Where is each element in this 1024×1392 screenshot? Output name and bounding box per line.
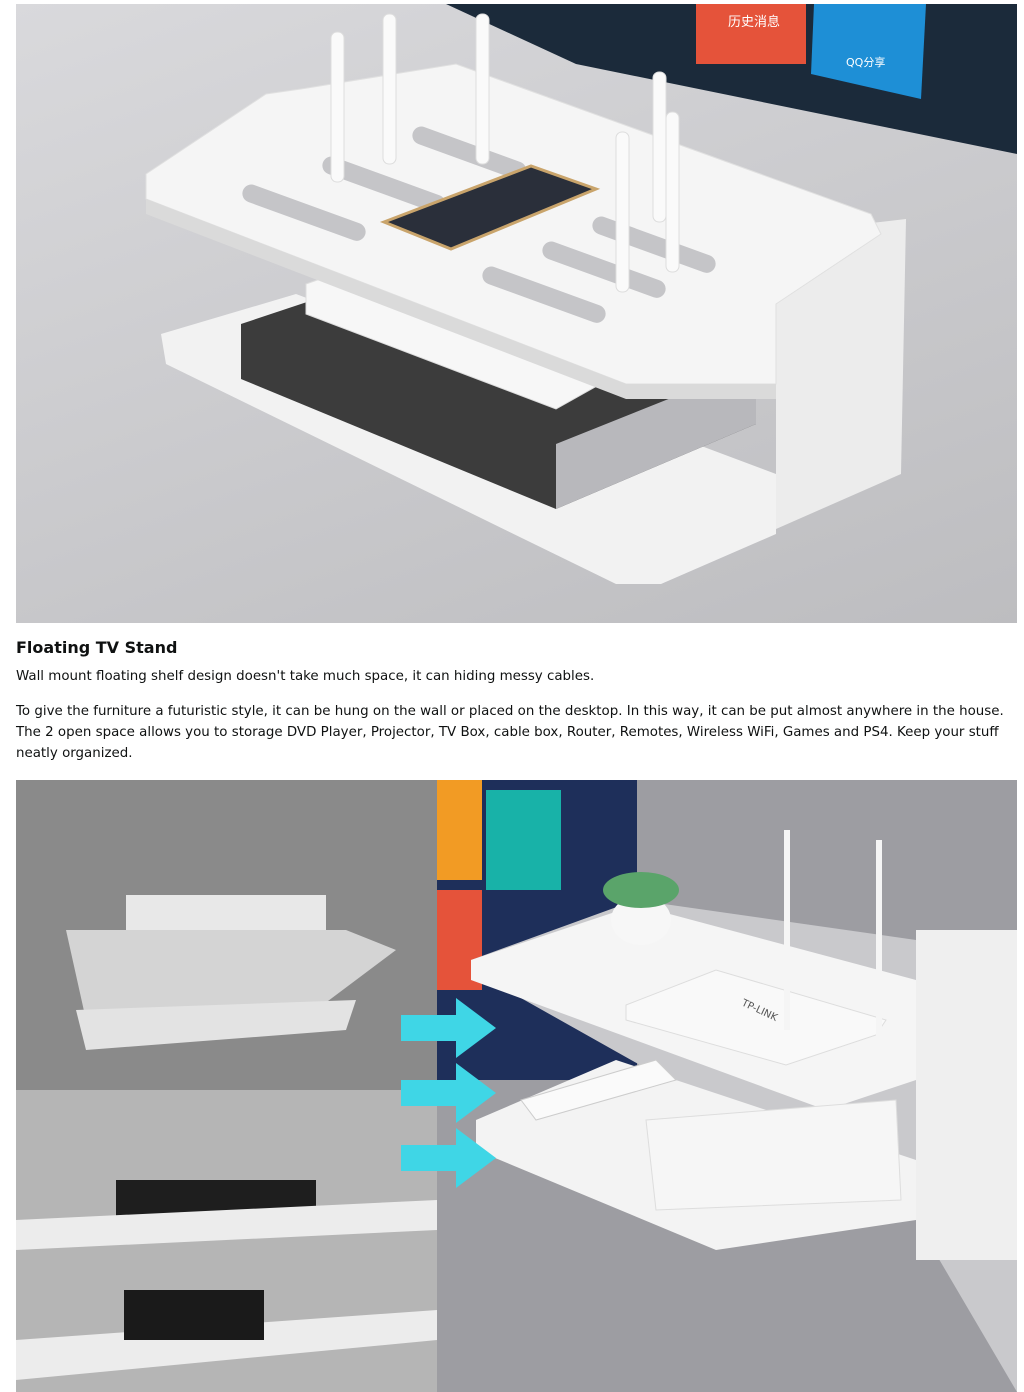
arrow-1 bbox=[401, 998, 496, 1058]
tile-red-label: 历史消息 bbox=[728, 14, 780, 30]
tile-blue-label: QQ分享 bbox=[846, 55, 885, 69]
arrows bbox=[401, 998, 496, 1188]
product-image-floating-shelf: 历史消息 QQ分享 bbox=[16, 4, 1017, 623]
tv-box bbox=[645, 1099, 902, 1211]
section-title: Floating TV Stand bbox=[16, 638, 178, 657]
section-paragraph-1: Wall mount floating shelf design doesn't… bbox=[16, 669, 595, 684]
arrow-2 bbox=[401, 1063, 496, 1123]
product-image-before-after: TP-LINK bbox=[16, 780, 1017, 1392]
plant-pot bbox=[611, 895, 671, 945]
shelf-side-panel bbox=[916, 930, 1017, 1260]
cable-slots bbox=[242, 126, 716, 323]
antennas bbox=[330, 13, 680, 293]
power-strip bbox=[520, 1059, 677, 1121]
section-paragraph-2: To give the furniture a futuristic style… bbox=[16, 704, 1004, 761]
tile-blue bbox=[811, 4, 926, 99]
arrow-3 bbox=[401, 1128, 496, 1188]
smartphone bbox=[379, 164, 601, 251]
shelf-side-panel bbox=[776, 219, 906, 529]
tile-red bbox=[696, 4, 806, 64]
succulent bbox=[603, 872, 679, 908]
